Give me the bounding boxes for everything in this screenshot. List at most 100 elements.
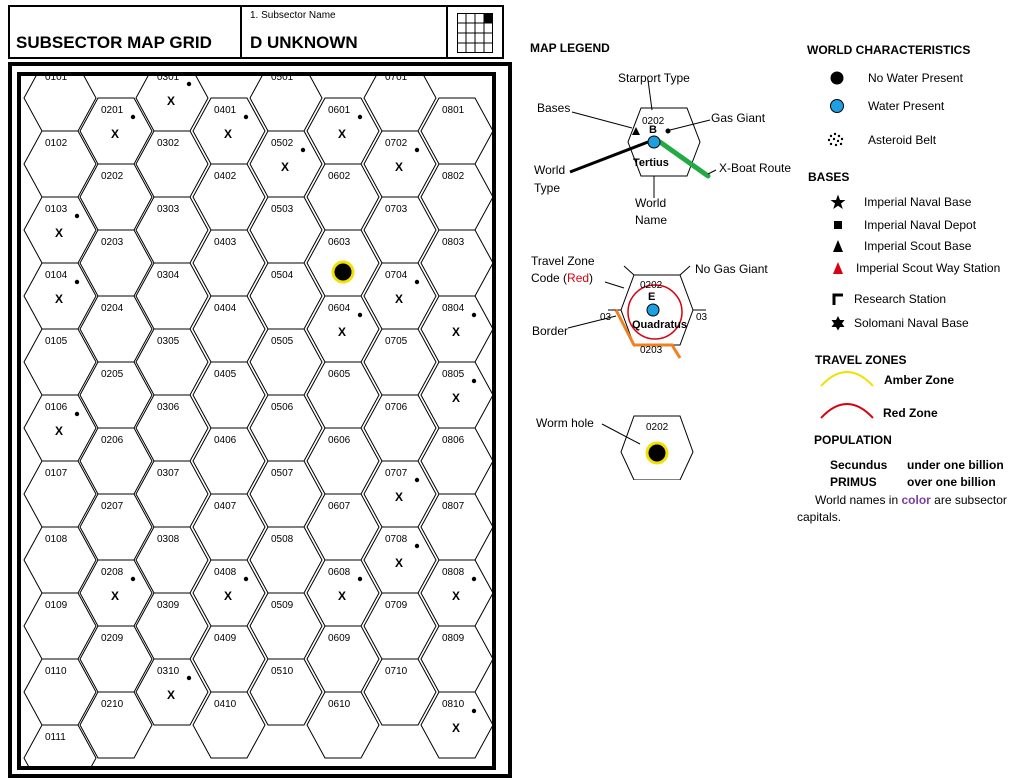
neighbor-edge-topright — [679, 265, 691, 276]
hex-label: 0506 — [271, 402, 294, 413]
map-legend-title: MAP LEGEND — [530, 41, 610, 55]
world-marker: X — [111, 127, 119, 141]
hex-label: 0104 — [45, 270, 68, 281]
wormhole-pointer — [601, 423, 641, 445]
wormhole-hex-number: 0202 — [646, 422, 669, 433]
border-pointer — [567, 315, 617, 329]
hex-label: 0105 — [45, 336, 68, 347]
hex-cell[interactable] — [363, 658, 437, 726]
hex-label: 0405 — [214, 369, 237, 380]
gas-giant-icon — [414, 543, 420, 549]
hex-label: 0401 — [214, 105, 237, 116]
world-marker: X — [55, 292, 63, 306]
hex-label: 0202 — [101, 171, 124, 182]
hex-label: 0501 — [271, 72, 294, 83]
map-frame — [8, 62, 512, 778]
hex-label: 0606 — [328, 435, 351, 446]
gas-giant-label: Gas Giant — [711, 111, 766, 125]
starport-pointer — [647, 79, 653, 111]
hex-label: 0701 — [385, 72, 408, 83]
hex-label: 0603 — [328, 237, 351, 248]
hex-label: 0710 — [385, 666, 408, 677]
world-marker: X — [338, 127, 346, 141]
world-type-pointer — [569, 140, 649, 174]
world-type-label-2: Type — [534, 181, 561, 195]
hex-label: 0103 — [45, 204, 68, 215]
world-marker: X — [452, 391, 460, 405]
wormhole-label: Worm hole — [536, 416, 594, 430]
capital-note-line1: World names in color are subsector — [815, 493, 1007, 507]
world-marker: X — [395, 556, 403, 570]
hex-cell[interactable] — [249, 658, 323, 726]
hex-label: 0310 — [157, 666, 180, 677]
zone-hex-right: 03 — [696, 312, 708, 323]
hex-label: 0106 — [45, 402, 68, 413]
legend-diagram: 0202 B Tertius 0202 E Quadratus 0203 03 … — [567, 79, 717, 480]
border-line — [614, 309, 682, 359]
hex-cell[interactable] — [135, 658, 209, 726]
hex-label: 0508 — [271, 534, 294, 545]
hex-cell[interactable] — [306, 691, 380, 759]
hex-label: 0608 — [328, 567, 351, 578]
world-marker: X — [167, 688, 175, 702]
gas-giant-icon — [130, 576, 136, 582]
naval-depot-label: Imperial Naval Depot — [864, 218, 977, 232]
hex-label: 0704 — [385, 270, 408, 281]
asteroid-belt-label: Asteroid Belt — [868, 133, 937, 147]
hex-cell[interactable] — [23, 724, 97, 781]
hex-label: 0503 — [271, 204, 294, 215]
world-name-label-1: World — [635, 196, 667, 210]
gas-giant-icon — [243, 576, 249, 582]
bases-pointer — [571, 111, 633, 129]
hex-label: 0404 — [214, 303, 237, 314]
water-world-icon — [647, 135, 661, 149]
world-marker: X — [55, 424, 63, 438]
gas-giant-icon — [471, 576, 477, 582]
wormhole-icon[interactable] — [331, 260, 355, 284]
travel-zones-title: TRAVEL ZONES — [815, 353, 907, 367]
hex-grid: 010101020103X0104X01050106X0107010801090… — [23, 72, 494, 781]
hex-cell[interactable] — [79, 691, 153, 759]
world-marker: X — [452, 721, 460, 735]
world-marker: X — [395, 292, 403, 306]
primus-label: PRIMUS — [830, 475, 877, 489]
zone-world-name: Quadratus — [632, 319, 687, 331]
world-marker: X — [452, 589, 460, 603]
red-zone-label: Red Zone — [883, 406, 938, 420]
gas-giant-pointer — [669, 119, 711, 131]
hex-label: 0101 — [45, 72, 68, 83]
solomani-base-label: Solomani Naval Base — [854, 316, 969, 330]
corner-icon — [829, 290, 847, 308]
wormhole-icon — [645, 441, 669, 465]
gas-giant-icon — [243, 114, 249, 120]
hex-cell[interactable] — [192, 691, 266, 759]
amber-zone-arc-icon — [820, 371, 874, 387]
hex-label: 0207 — [101, 501, 124, 512]
hex-label: 0308 — [157, 534, 180, 545]
gas-giant-icon — [357, 576, 363, 582]
hex-label: 0110 — [45, 666, 67, 677]
triangle-icon — [829, 237, 847, 255]
star-icon — [829, 193, 847, 211]
hex-label: 0801 — [442, 105, 465, 116]
bases-label: Bases — [537, 101, 571, 115]
hex-label: 0507 — [271, 468, 294, 479]
hex-label: 0408 — [214, 567, 237, 578]
research-station-label: Research Station — [854, 292, 947, 306]
black-dot-icon — [828, 69, 846, 87]
subsector-name-caption: 1. Subsector Name — [250, 10, 336, 21]
legend-sample-starport: B — [649, 124, 657, 136]
no-gas-giant-label: No Gas Giant — [695, 262, 768, 276]
hex-label: 0602 — [328, 171, 351, 182]
hex-label: 0804 — [442, 303, 465, 314]
hex-cell[interactable] — [420, 691, 494, 759]
hex-label: 0307 — [157, 468, 180, 479]
legend-sample-world-name: Tertius — [633, 157, 669, 169]
hex-label: 0607 — [328, 501, 351, 512]
zone-hex-bottom: 0203 — [640, 345, 663, 356]
world-marker: X — [224, 589, 232, 603]
map-title: SUBSECTOR MAP GRID — [16, 33, 212, 52]
hex-label: 0204 — [101, 303, 124, 314]
capital-note-pre: World names in — [815, 493, 902, 507]
hex-label: 0309 — [157, 600, 180, 611]
